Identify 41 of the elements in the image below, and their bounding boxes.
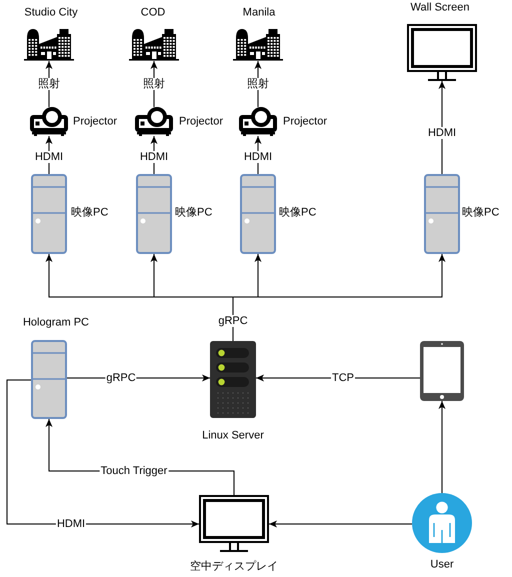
edge-label: gRPC	[217, 315, 249, 327]
node-label: Hologram PC	[22, 316, 90, 330]
edge-label: HDMI	[242, 151, 274, 163]
edge-label: HDMI	[56, 518, 86, 530]
arrow	[6, 380, 200, 528]
arrow	[150, 60, 158, 108]
arrow	[438, 400, 446, 494]
connector-line	[232, 296, 258, 298]
node-label: 映像PC	[175, 206, 212, 220]
edge-label: HDMI	[34, 151, 64, 163]
arrow	[254, 254, 262, 298]
arrow	[150, 254, 158, 298]
node-label: Wall Screen	[410, 2, 470, 14]
edge-label: 照射	[142, 78, 166, 90]
node-label: 映像PC	[462, 206, 500, 220]
arrow	[46, 254, 154, 298]
node-label: COD	[140, 6, 166, 20]
node-label: Projector	[73, 116, 118, 128]
arrow	[46, 60, 52, 108]
node-label: Projector	[179, 116, 224, 128]
arrow	[268, 520, 412, 528]
edge-label: HDMI	[138, 151, 170, 163]
node-label: 映像PC	[71, 206, 108, 220]
edge-label: HDMI	[426, 127, 458, 139]
edge-label: gRPC	[105, 372, 137, 384]
node-label: Studio City	[24, 6, 78, 20]
node-label: Linux Server	[202, 430, 264, 442]
edge-label: 照射	[246, 78, 270, 90]
node-label: 映像PC	[279, 206, 316, 220]
edge-label: 照射	[37, 78, 61, 90]
arrow	[256, 374, 420, 382]
arrow	[438, 80, 446, 174]
edge-label: Touch Trigger	[100, 465, 168, 477]
node-label: User	[430, 558, 454, 572]
node-label: 空中ディスプレイ	[190, 560, 278, 574]
arrow	[254, 60, 262, 108]
arrow	[258, 254, 446, 298]
connector-line	[154, 296, 234, 298]
edge-label: TCP	[331, 372, 355, 384]
node-label: Manila	[242, 6, 276, 20]
node-label: Projector	[283, 116, 328, 128]
